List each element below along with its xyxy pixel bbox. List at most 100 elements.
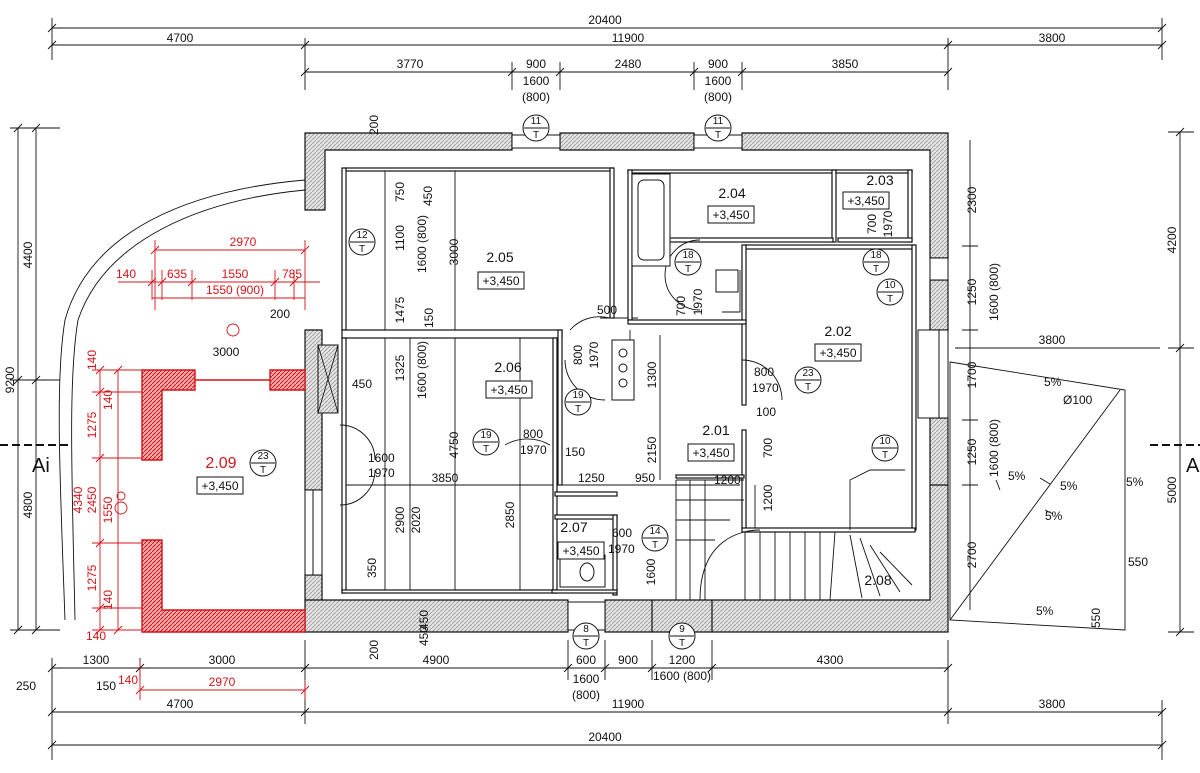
tag-23-b [249,449,277,477]
red-dim-label: 140 [116,267,136,281]
red-room-outline [141,369,306,633]
tag-19-a [564,388,592,416]
dim-bottom-row1: 4900 [423,653,450,667]
room-level: +3,450 [562,544,599,558]
staircase [675,469,913,601]
room-number: 2.06 [494,359,521,375]
dim-window-a-sub: (800) [522,90,550,104]
tag-number: 18 [870,250,882,261]
terrace-outline [58,179,1126,631]
room-2-07: 2.07 +3,450 [557,519,605,560]
slope-label: 5% [1045,509,1063,523]
tag-19-b [472,428,500,456]
room-2-04: 2.04 +3,450 [707,185,755,224]
red-dim-label: 4340 [71,486,85,513]
dim-top-row2: 900 [526,57,546,71]
dim-right-lower: 5000 [1165,476,1179,503]
bottom-dimension-labels: 1300 3000 4900 4300 600 900 1200 1600 (8… [16,653,1066,744]
dim-label: 800 [523,427,543,441]
room-level: +3,450 [692,446,729,460]
dim-label: 1700 [965,361,979,388]
dim-bottom-250: 250 [16,679,36,693]
room-2-09: 2.09 +3,450 [196,455,244,495]
dim-bottom-1600-800: 1600 (800) [653,669,711,683]
tag-8 [572,622,600,650]
room-2-05: 2.05 +3,450 [477,249,525,290]
dim-label: 200 [367,640,381,660]
tag-letter: T [575,404,581,415]
dim-bottom-row1: 4300 [817,653,844,667]
dim-label: 350 [365,558,379,578]
dim-label: 3000 [213,345,240,359]
section-marker-left: Ai [32,455,50,477]
red-dim-label: 140 [118,673,138,687]
walls [304,132,949,633]
section-markers: Ai A [0,444,1200,477]
tag-letter: T [679,638,685,649]
dim-label: 550 [1128,555,1148,569]
red-dim-label: 1550 (900) [206,283,264,297]
dim-label: 1970 [608,542,635,556]
dim-label: 100 [756,405,776,419]
dim-label: 550 [1089,608,1103,628]
tag-letter: T [533,130,539,141]
dim-label: 200 [367,115,381,135]
room-level: +3,450 [482,274,519,288]
tag-11-right [704,114,732,142]
dim-label: 1250 [578,471,605,485]
red-dim-label: 140 [101,590,115,610]
red-dim-label: 2970 [230,235,257,249]
room-2-08: 2.08 [864,572,891,588]
red-dim-label: 635 [167,267,187,281]
dim-label: 1200 [714,473,741,487]
dim-bottom-150: 150 [96,679,116,693]
dim-bottom-row1: 3000 [209,653,236,667]
tag-letter: T [805,382,811,393]
dim-label: 700 [674,296,688,316]
dim-label: 450 [352,377,372,391]
red-dim-label: 140 [85,350,99,370]
room-number: 2.04 [718,185,745,201]
dim-bottom-left: 4700 [167,697,194,711]
slope-label: 5% [1008,469,1026,483]
dim-label: 150 [565,445,585,459]
dim-label: 2850 [503,501,517,528]
tag-number: 23 [802,368,814,379]
dim-label: 3000 [447,238,461,265]
dim-right-upper: 4200 [1165,226,1179,253]
room-level: +3,450 [819,346,856,360]
dim-label: 800 [754,365,774,379]
dim-label: 450 [417,610,431,630]
dim-bottom-total: 20400 [588,730,622,744]
detail-tag-labels: 11 T 11 T 12 T 18 T 18 T 10 T 19 T 19 T … [257,116,896,649]
dim-top-row2: 3770 [397,57,424,71]
dim-bottom-mid: 11900 [612,697,645,711]
dim-top-left: 4700 [167,31,194,45]
tag-letter: T [583,638,589,649]
dim-label: 1250 [965,278,979,305]
dim-left-upper: 4400 [21,241,35,268]
dim-bottom-row1: 1300 [83,653,110,667]
dim-bottom-1600-sub: (800) [572,688,600,702]
tag-number: 18 [682,250,694,261]
dim-label: 2300 [965,186,979,213]
dim-label: 4750 [447,431,461,458]
dim-label: 1600 (800) [415,215,429,273]
dim-left-lower: 4800 [21,491,35,518]
dim-label: 1600 (800) [987,263,1001,321]
tag-number: 10 [884,280,896,291]
dim-top-row2: 3850 [832,57,859,71]
dim-label: 1970 [691,288,705,315]
dim-label: 1600 (800) [987,419,1001,477]
dim-bottom-900: 900 [618,653,638,667]
tag-number: 12 [356,230,368,241]
tag-10-b [871,434,899,462]
red-dim-label: 785 [282,267,302,281]
room-level: +3,450 [847,194,884,208]
red-dim-label: 140 [101,390,115,410]
dim-label: 1200 [761,484,775,511]
room-2-06: 2.06 +3,450 [485,359,533,399]
dim-label: 1600 (800) [415,341,429,399]
room-number: 2.07 [560,519,587,535]
section-marker-right: A [1186,455,1200,477]
